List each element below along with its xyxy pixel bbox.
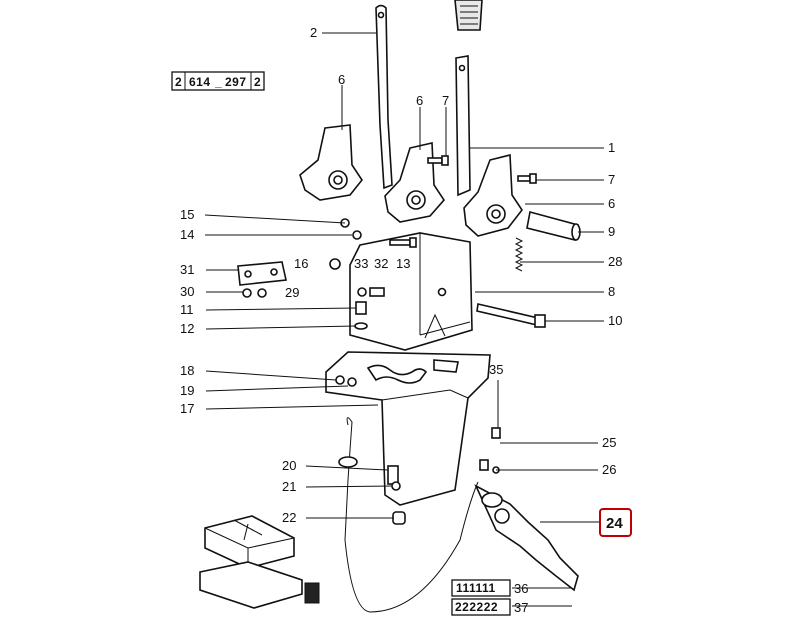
callout-32: 32 bbox=[374, 256, 388, 271]
callout-26: 26 bbox=[602, 462, 616, 477]
base-bracket-17 bbox=[325, 351, 491, 506]
clamp-31 bbox=[237, 261, 287, 286]
shift-cable bbox=[338, 417, 479, 613]
cylinder-24 bbox=[474, 484, 579, 592]
pin-9 bbox=[526, 211, 581, 241]
callout-14: 14 bbox=[180, 227, 194, 242]
drawing-code-box: 2 614 _ 297 2 bbox=[171, 71, 265, 91]
spring-28 bbox=[514, 237, 524, 272]
callout-6-middle: 6 bbox=[416, 93, 423, 108]
callout-7-upper: 7 bbox=[442, 93, 449, 108]
clip-part bbox=[304, 582, 320, 604]
washer-14-15 bbox=[340, 218, 362, 240]
callout-22: 22 bbox=[282, 510, 296, 525]
callout-24: 24 bbox=[606, 515, 623, 532]
callout-19: 19 bbox=[180, 383, 194, 398]
callout-30: 30 bbox=[180, 284, 194, 299]
callout-labels: 2 6 6 7 1 7 6 9 28 8 10 15 14 31 30 29 1… bbox=[180, 25, 622, 525]
callout-17: 17 bbox=[180, 401, 194, 416]
bolt-13 bbox=[389, 237, 417, 248]
callout-24-highlight[interactable]: 24 bbox=[599, 508, 632, 537]
callout-31: 31 bbox=[180, 262, 194, 277]
callout-28: 28 bbox=[608, 254, 622, 269]
callout-16: 16 bbox=[294, 256, 308, 271]
code-box-37-text: 222222 bbox=[455, 600, 498, 614]
screw-25-26-35 bbox=[479, 427, 501, 474]
code-part-1: 2 bbox=[175, 75, 182, 89]
leader-lines bbox=[204, 32, 604, 607]
callout-20: 20 bbox=[282, 458, 296, 473]
callout-25: 25 bbox=[602, 435, 616, 450]
lever-1 bbox=[455, 55, 471, 197]
callout-11: 11 bbox=[180, 302, 194, 317]
callout-12: 12 bbox=[180, 321, 194, 336]
callout-15: 15 bbox=[180, 207, 194, 222]
callout-1: 1 bbox=[608, 140, 615, 155]
bolt-7-right bbox=[517, 173, 537, 184]
callout-7-right: 7 bbox=[608, 172, 615, 187]
selector-segment-left bbox=[299, 124, 363, 201]
callout-13: 13 bbox=[396, 256, 410, 271]
callout-9: 9 bbox=[608, 224, 615, 239]
callout-8: 8 bbox=[608, 284, 615, 299]
nut-16 bbox=[329, 258, 341, 270]
code-box-37: 222222 37 bbox=[451, 598, 528, 616]
rod-10 bbox=[476, 303, 546, 328]
bolt-7-upper bbox=[427, 155, 449, 166]
code-part-2: 614 bbox=[189, 75, 211, 89]
callout-36: 36 bbox=[514, 581, 528, 596]
lever-bracket bbox=[349, 232, 473, 351]
callout-21: 21 bbox=[282, 479, 296, 494]
screw-32-33 bbox=[357, 287, 385, 297]
callout-37: 37 bbox=[514, 600, 528, 615]
callout-6-right: 6 bbox=[608, 196, 615, 211]
code-part-3: _ bbox=[214, 75, 222, 89]
nut-29-30 bbox=[242, 288, 267, 298]
callout-33: 33 bbox=[354, 256, 368, 271]
callout-18: 18 bbox=[180, 363, 194, 378]
code-box-36-text: 111111 bbox=[456, 581, 496, 595]
selector-segment-right bbox=[463, 153, 523, 237]
lever-2 bbox=[375, 4, 393, 190]
callout-29: 29 bbox=[285, 285, 299, 300]
callout-2: 2 bbox=[310, 25, 317, 40]
code-part-4: 297 bbox=[225, 75, 247, 89]
code-part-5: 2 bbox=[254, 75, 261, 89]
box-part bbox=[199, 515, 303, 609]
callout-10: 10 bbox=[608, 313, 622, 328]
selector-segment-middle bbox=[384, 142, 446, 223]
callout-35: 35 bbox=[489, 362, 503, 377]
lever-grip bbox=[454, 0, 483, 31]
callout-6-left: 6 bbox=[338, 72, 345, 87]
code-box-36: 111111 36 bbox=[451, 579, 528, 597]
